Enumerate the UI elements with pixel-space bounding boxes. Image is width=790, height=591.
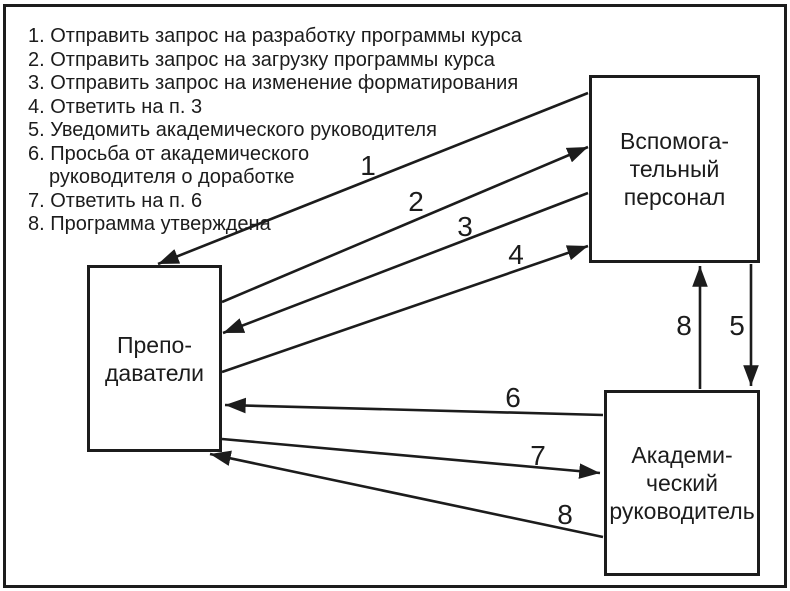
legend-item-5: 5. Уведомить академического руководителя [28, 119, 437, 141]
legend-item-2: 2. Отправить запрос на загрузку программ… [28, 48, 495, 71]
legend-item-6: 6. Просьба от академического руководител… [28, 142, 310, 189]
arrow-1-line [157, 91, 589, 266]
node-support-staff: Вспомога- тельный персонал [589, 75, 760, 263]
arrow-8-diagonal-label: 8 [557, 499, 573, 530]
node-teachers: Препо- даватели [87, 265, 222, 452]
arrow-6-label: 6 [505, 382, 521, 413]
legend-item-1: 1. Отправить запрос на разработку програ… [28, 25, 522, 47]
arrow-5-label: 5 [729, 310, 745, 341]
arrow-3-line [222, 191, 589, 335]
arrow-6-line [224, 397, 604, 417]
arrow-8-vertical-label: 8 [676, 310, 692, 341]
legend: 1. Отправить запрос на разработку програ… [28, 25, 573, 237]
legend-item-8: 8. Программа утверждена [28, 213, 271, 235]
legend-item-4: 4. Ответить на п. 3 [28, 95, 203, 118]
arrow-8-diagonal-line [209, 450, 604, 539]
arrow-4-label: 4 [508, 239, 524, 270]
arrow-2-line [221, 145, 589, 304]
node-academic-supervisor: Академи- ческий руководитель [604, 390, 760, 576]
arrow-7-line [221, 437, 601, 479]
arrow-4-line [221, 244, 589, 374]
arrow-1-label: 1 [360, 150, 376, 181]
legend-item-3: 3. Отправить запрос на изменение формати… [28, 72, 519, 94]
arrow-7-label: 7 [530, 440, 546, 471]
arrow-3-label: 3 [457, 211, 473, 242]
legend-item-7: 7. Ответить на п. 6 [28, 189, 203, 212]
arrow-2-label: 2 [408, 186, 424, 217]
